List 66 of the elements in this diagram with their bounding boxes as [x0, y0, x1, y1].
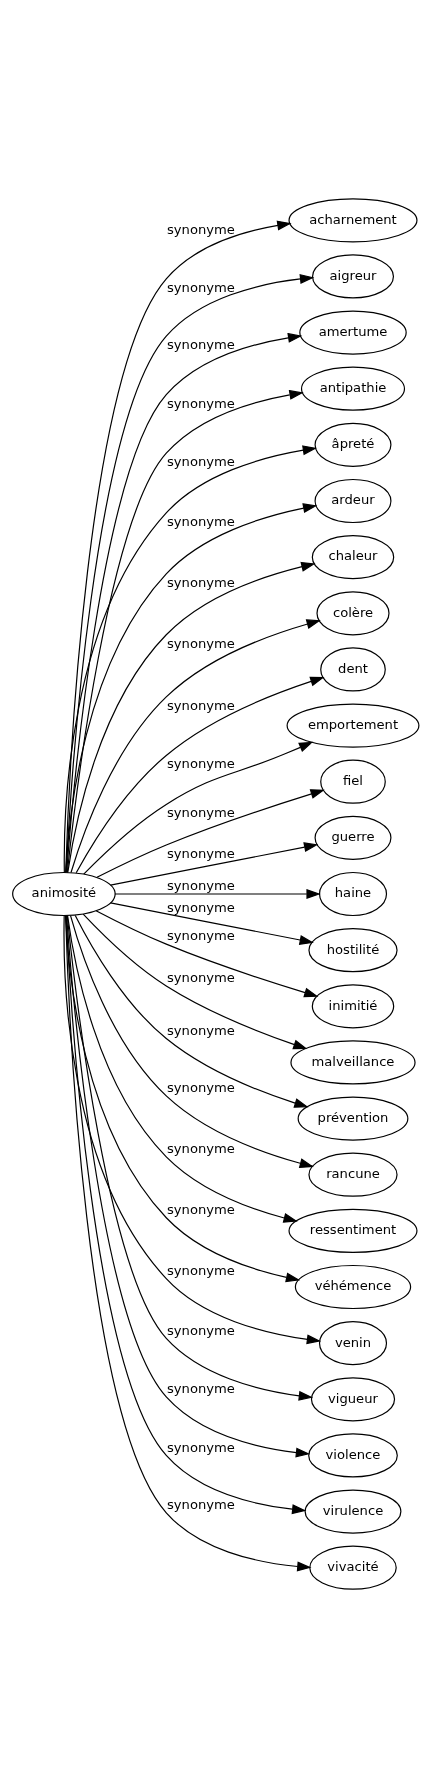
node-ellipse: venin — [318, 1320, 388, 1365]
node-ellipse: guerre — [314, 815, 392, 860]
edge-label: synonyme — [166, 453, 235, 469]
node-ellipse: vivacité — [309, 1545, 397, 1590]
node-ellipse: ardeur — [314, 478, 392, 523]
arrow — [83, 741, 314, 875]
arrow — [74, 914, 309, 1108]
edge-label: synonyme — [166, 635, 235, 651]
arrow — [69, 914, 314, 1168]
node-ellipse: emportement — [286, 702, 420, 748]
node-ellipse: haine — [318, 871, 388, 916]
edge-label: synonyme — [166, 804, 235, 820]
edge-label: synonyme — [166, 899, 235, 915]
edge-label: synonyme — [166, 1201, 235, 1217]
arrow — [63, 914, 322, 1344]
edge-label: synonyme — [166, 221, 235, 237]
node-ellipse: colère — [316, 590, 390, 635]
arrow — [109, 901, 314, 945]
edge-label: synonyme — [166, 1079, 235, 1095]
edge-label: synonyme — [166, 969, 235, 985]
arrow — [82, 913, 308, 1049]
edge-label: synonyme — [166, 877, 235, 893]
node-ellipse: fiel — [320, 759, 386, 804]
edge-label: synonyme — [166, 336, 235, 352]
node-ellipse: inimitié — [311, 983, 395, 1028]
edge-label: synonyme — [166, 1380, 235, 1396]
node-ellipse: aigreur — [311, 253, 395, 298]
edge-label: synonyme — [166, 1022, 235, 1038]
edge-label: synonyme — [166, 1262, 235, 1278]
arrow — [66, 914, 298, 1223]
edge-label: synonyme — [166, 1140, 235, 1156]
edge-label: synonyme — [166, 1439, 235, 1455]
edge-label: synonyme — [166, 1322, 235, 1338]
edge-label: synonyme — [166, 1496, 235, 1512]
arrow — [96, 788, 325, 878]
edge-label: synonyme — [166, 395, 235, 411]
arrow — [65, 220, 292, 873]
node-ellipse: dent — [320, 646, 386, 692]
node-ellipse: antipathie — [300, 366, 406, 411]
node-ellipse: hostilité — [308, 927, 398, 972]
edge-label: synonyme — [166, 755, 235, 771]
node-ellipse: acharnement — [288, 197, 418, 242]
node-ellipse: âpreté — [314, 422, 392, 467]
edge-label: synonyme — [166, 697, 235, 713]
node-ellipse: ressentiment — [288, 1208, 418, 1253]
node-ellipse: violence — [308, 1432, 398, 1478]
arrow — [95, 909, 319, 997]
node-ellipse: chaleur — [311, 534, 395, 579]
node-ellipse: animosité — [12, 871, 116, 916]
arrow — [65, 914, 301, 1282]
arrow — [70, 618, 321, 873]
edge-label: synonyme — [166, 279, 235, 295]
edge-label: synonyme — [166, 513, 235, 529]
node-ellipse: virulence — [304, 1489, 402, 1534]
node-ellipse: amertume — [299, 309, 407, 355]
arrow — [75, 676, 325, 873]
node-ellipse: vigueur — [310, 1376, 396, 1421]
arrow — [109, 841, 319, 886]
node-ellipse: véhémence — [294, 1264, 412, 1309]
arrow — [114, 888, 321, 899]
edge-label: synonyme — [166, 574, 235, 590]
arrow — [67, 561, 316, 873]
node-ellipse: rancune — [308, 1152, 398, 1197]
node-ellipse: prévention — [297, 1095, 409, 1141]
edge-label: synonyme — [166, 845, 235, 861]
edge-label: synonyme — [166, 927, 235, 943]
